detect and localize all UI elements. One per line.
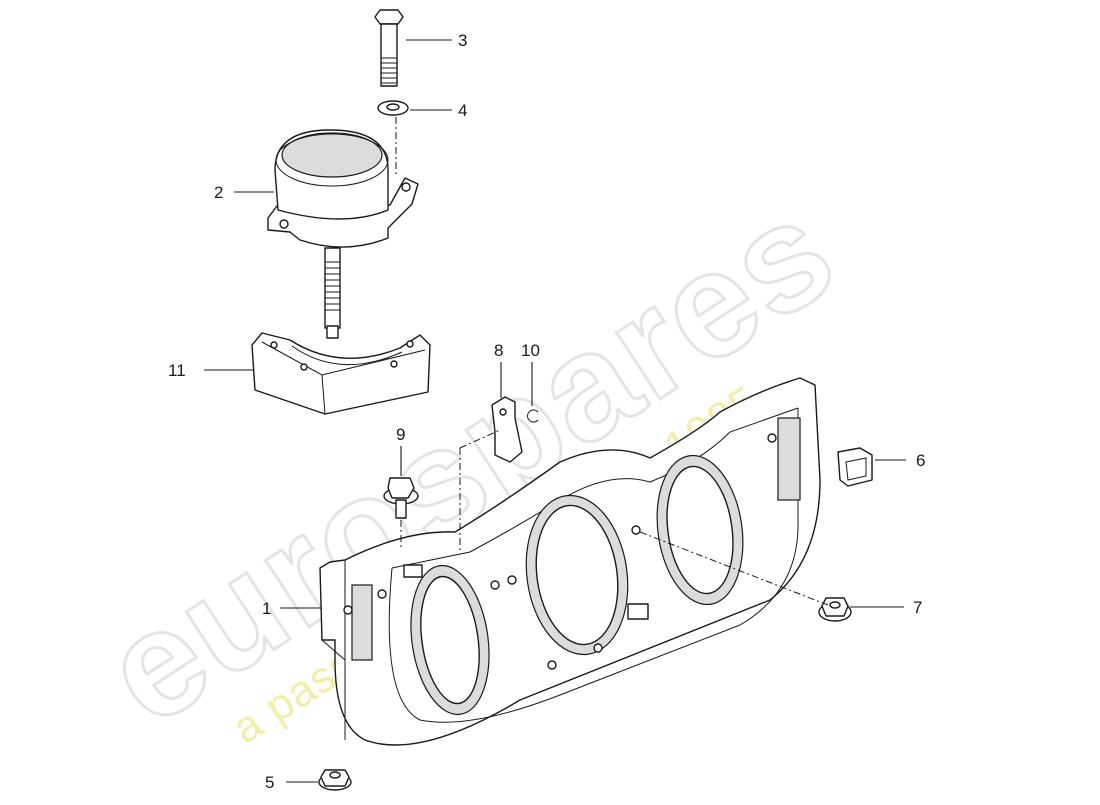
- washer-part: [377, 100, 409, 116]
- callout-11: 11: [168, 361, 186, 380]
- mount-bracket-part: [251, 332, 431, 415]
- callout-1: 1: [262, 599, 271, 618]
- callout-3: 3: [458, 31, 467, 50]
- callout-7: 7: [913, 598, 922, 617]
- callout-9: 9: [396, 425, 405, 444]
- callout-10: 10: [521, 341, 540, 360]
- leader-lines: [204, 39, 906, 783]
- clip-nut-part: [837, 447, 873, 487]
- spring-clip-part: [527, 409, 539, 423]
- main-plate-part: [319, 377, 821, 746]
- bolt-part: [374, 9, 404, 87]
- clip-part: [491, 396, 523, 463]
- callout-4: 4: [458, 101, 467, 120]
- callout-2: 2: [214, 183, 223, 202]
- callout-8: 8: [494, 341, 503, 360]
- flange-bolt-part: [383, 477, 419, 519]
- callouts: 3 4 2 11 8 10 9 6 7 1 5: [168, 31, 925, 792]
- engine-mount-part: [267, 129, 419, 339]
- flange-nut-part: [818, 597, 852, 622]
- nut-part: [318, 769, 352, 791]
- callout-6: 6: [916, 451, 925, 470]
- callout-5: 5: [265, 773, 274, 792]
